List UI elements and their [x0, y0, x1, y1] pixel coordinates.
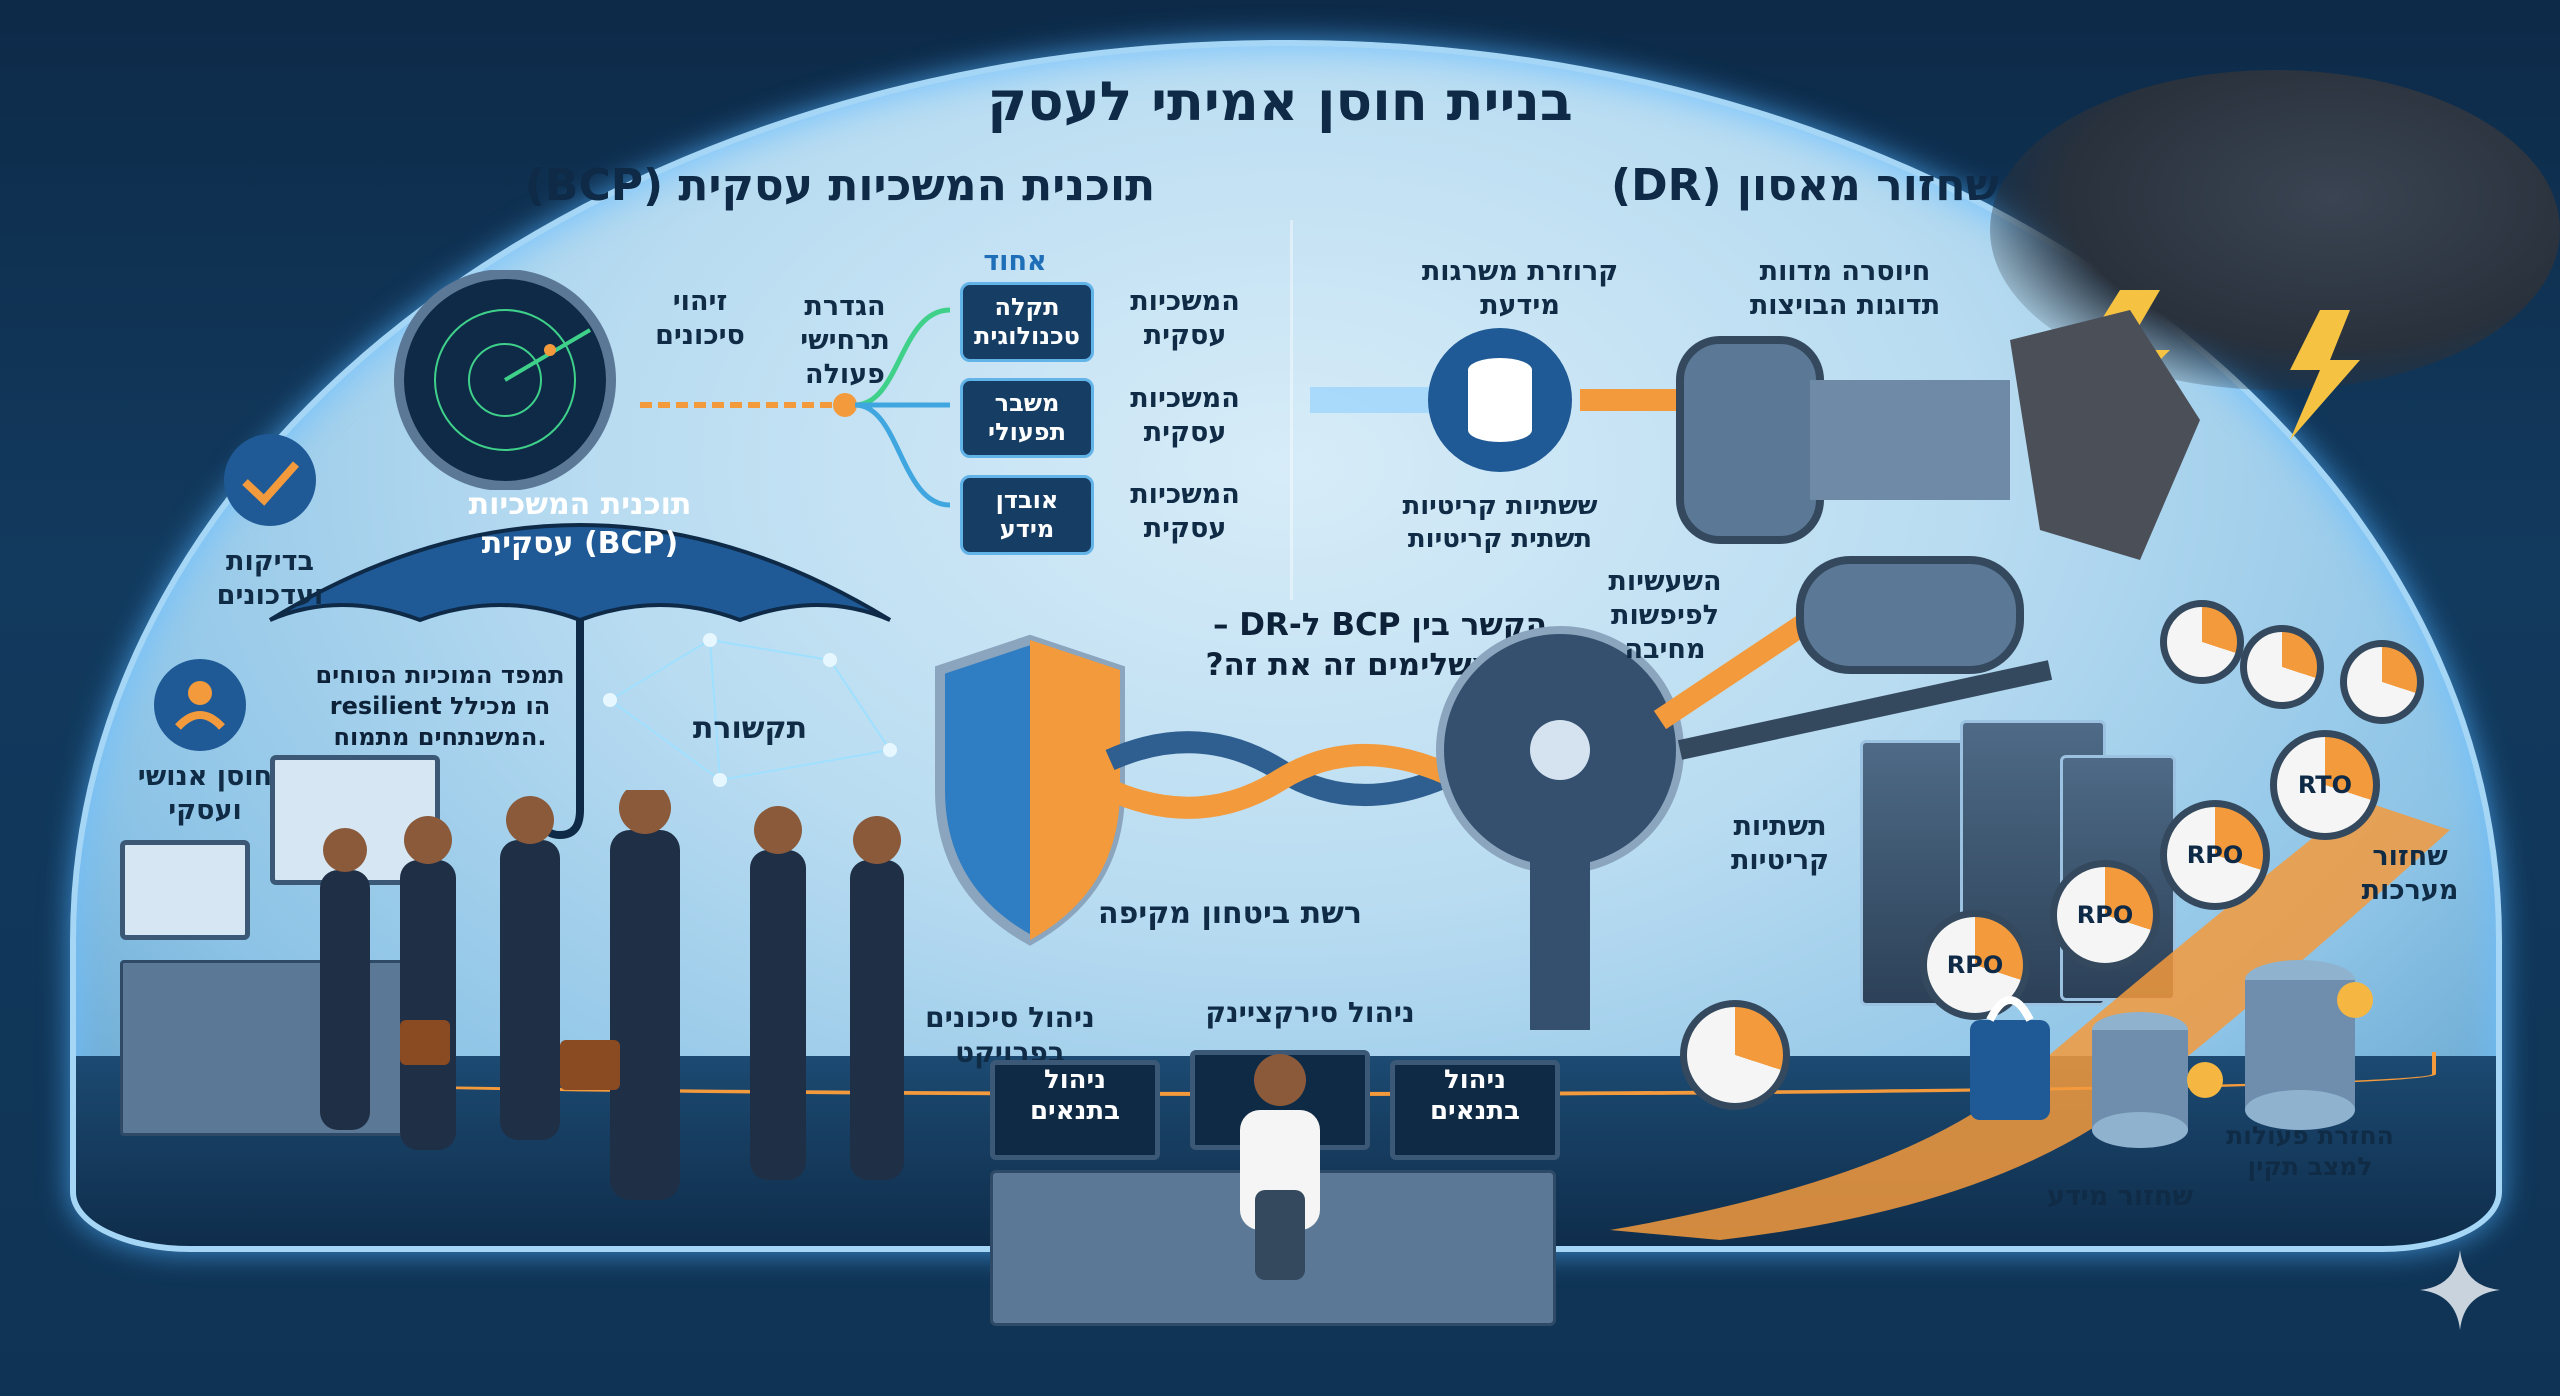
scenarios-label: הגדרת תרחישי פעולה — [800, 291, 890, 390]
operator-illustration — [1240, 1054, 1320, 1280]
office-desk — [120, 960, 426, 1136]
page-title: בניית חוסן אמיתי לעסק — [987, 70, 1573, 133]
stopwatch-1 — [1680, 1000, 1790, 1110]
scenario-box-data: אובדן מידע — [960, 475, 1094, 555]
info-store-label: קרוזרת משרגות מידעת — [1421, 256, 1619, 321]
dr-heading: שחזור מאסון (DR) — [1610, 160, 2000, 211]
scenario-mgmt-label: ניהול סירקציינק — [1205, 996, 1415, 1029]
stopwatch-rpo-1: RPO — [1920, 910, 2030, 1020]
scenario-result-data: המשכיות עסקית — [1130, 479, 1240, 544]
scenario-box-ops: משבר תפעולי — [960, 378, 1094, 458]
data-recovery-icon — [1970, 960, 2373, 1148]
scenario-box-tech: תקלה טכנולוגית — [960, 282, 1094, 362]
stopwatch-small-3 — [2340, 640, 2424, 724]
storm-label: חיוסרה מדוות תדוגות הבויצות — [1749, 256, 1941, 321]
stopwatch-small-1 — [2160, 600, 2244, 684]
broken-pipe-icon — [1676, 310, 2200, 560]
scenario-result-ops: המשכיות עסקית — [1130, 383, 1240, 448]
scenario-connectors — [640, 307, 951, 508]
team-illustration — [320, 790, 904, 1200]
infra-label: ששתיות קריטיות תשתית קריטיות — [1402, 491, 1598, 554]
people-resilience-label: חוסן אנושי ועסקי — [137, 761, 273, 826]
monitor-right: ניהול בתנאים — [1390, 1060, 1560, 1160]
bcp-description: תמפד המוכיות הסוחים הו מכילל resilient .… — [315, 661, 565, 752]
stopwatch-rto: RTO — [2270, 730, 2380, 840]
recovery-pipe-icon — [1653, 556, 2053, 760]
bcp-heading: תוכנית המשכיות עסקית (BCP) — [524, 160, 1156, 211]
section-divider — [1290, 220, 1293, 600]
recovery-label: השעשיות לפיפשות מחיבה — [1608, 566, 1722, 665]
data-recovery-label: שחזור מידע — [2046, 1181, 2194, 1212]
office-screen-left — [120, 840, 250, 940]
monitor-left: ניהול בתנאים — [990, 1060, 1160, 1160]
project-risk-label: ניהול סיכונים בפרויקט — [925, 1001, 1095, 1069]
stopwatch-rpo-2: RPO — [2050, 860, 2160, 970]
safety-net-label: רשת ביטחון מקיפה — [1098, 896, 1362, 931]
people-resilience-icon — [154, 659, 246, 751]
risk-label: זיהוי סיכונים — [655, 286, 745, 351]
tests-icon — [224, 434, 316, 526]
stopwatch-small-2 — [2240, 625, 2324, 709]
umbrella-label: תוכנית המשכיות (BCP) עסקית — [468, 487, 692, 561]
critical-infra-label: תשתיות קריטיות — [1730, 811, 1830, 876]
radar-icon — [394, 270, 616, 490]
database-flow-icon — [1310, 328, 1710, 472]
recovery-road-icon — [1610, 800, 2450, 1240]
restore-label: החזרת פעולות למצב תקין — [2226, 1121, 2394, 1182]
umbrella-icon — [268, 523, 892, 840]
tests-label: בדיקות ועדכונים — [216, 546, 324, 611]
scenario-result-tech: המשכיות עסקית — [1130, 286, 1240, 351]
system-recovery-label: שחזור מערכות — [2361, 841, 2459, 906]
stopwatch-rpo-3: RPO — [2160, 800, 2270, 910]
communication-label: תקשורת — [692, 711, 808, 746]
combined-label: אחוד — [983, 246, 1047, 277]
sparkle-icon — [2420, 1250, 2500, 1330]
network-icon — [603, 633, 897, 787]
